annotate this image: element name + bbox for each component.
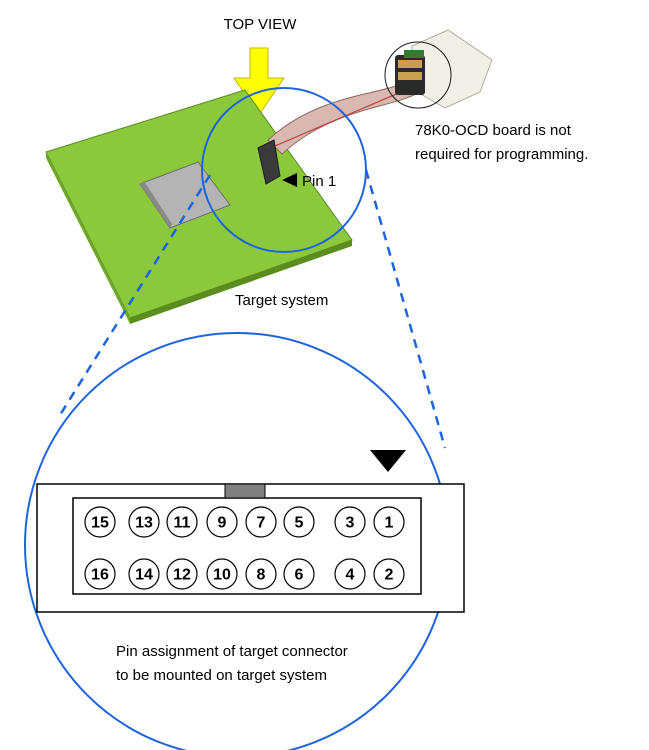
pin-circle (373, 506, 405, 538)
pin-circle (166, 558, 198, 590)
pin-label: 10 (213, 567, 231, 584)
pin-circle (334, 558, 366, 590)
pin-label: 14 (135, 567, 153, 584)
caption-line1: Pin assignment of target connector (116, 643, 348, 660)
pin-labels: 15 13 11 9 7 5 3 1 16 14 12 10 8 6 4 2 (91, 515, 393, 584)
pin-circle (84, 506, 116, 538)
pin-circle (373, 558, 405, 590)
pin-label: 13 (135, 515, 153, 532)
target-board-edge (130, 240, 352, 324)
pin1-label: Pin 1 (302, 173, 336, 190)
caption-line2: to be mounted on target system (116, 667, 327, 684)
pin1-marker (282, 173, 297, 187)
target-board-side (46, 152, 130, 324)
pin-circle (84, 558, 116, 590)
target-system-label: Target system (235, 292, 328, 309)
pin-label: 6 (295, 567, 304, 584)
pin-circle (166, 506, 198, 538)
cable-connector (257, 139, 281, 185)
pin-circle (128, 506, 160, 538)
pin-label: 5 (295, 515, 304, 532)
pin-label: 3 (346, 515, 355, 532)
pin-circle (334, 506, 366, 538)
pin-label: 11 (174, 515, 191, 532)
pin-circle (283, 506, 315, 538)
pin-label: 8 (257, 567, 266, 584)
pin-label: 9 (218, 515, 227, 532)
pin-circle (128, 558, 160, 590)
pin-circle (283, 558, 315, 590)
pin-label: 7 (257, 515, 266, 532)
pin-circle (245, 506, 277, 538)
pin-label: 2 (385, 567, 394, 584)
pin-circle (245, 558, 277, 590)
top-view-arrow (233, 47, 285, 116)
pin-label: 1 (385, 515, 394, 532)
pin1-indicator-triangle (370, 450, 406, 472)
connector-polarity-notch (224, 483, 266, 499)
ocd-note-line1: 78K0-OCD board is not (415, 122, 572, 139)
projection-line-right (364, 169, 447, 449)
ocd-note-line2: required for programming. (415, 146, 588, 163)
pin-circle (206, 506, 238, 538)
top-view-label: TOP VIEW (224, 16, 298, 33)
pin-label: 15 (91, 515, 109, 532)
pin-label: 4 (346, 567, 355, 584)
connector-pins (84, 506, 405, 590)
pin-label: 12 (173, 567, 191, 584)
pin-circle (206, 558, 238, 590)
ocd-callout-circle (384, 41, 452, 109)
pin-label: 16 (91, 567, 109, 584)
